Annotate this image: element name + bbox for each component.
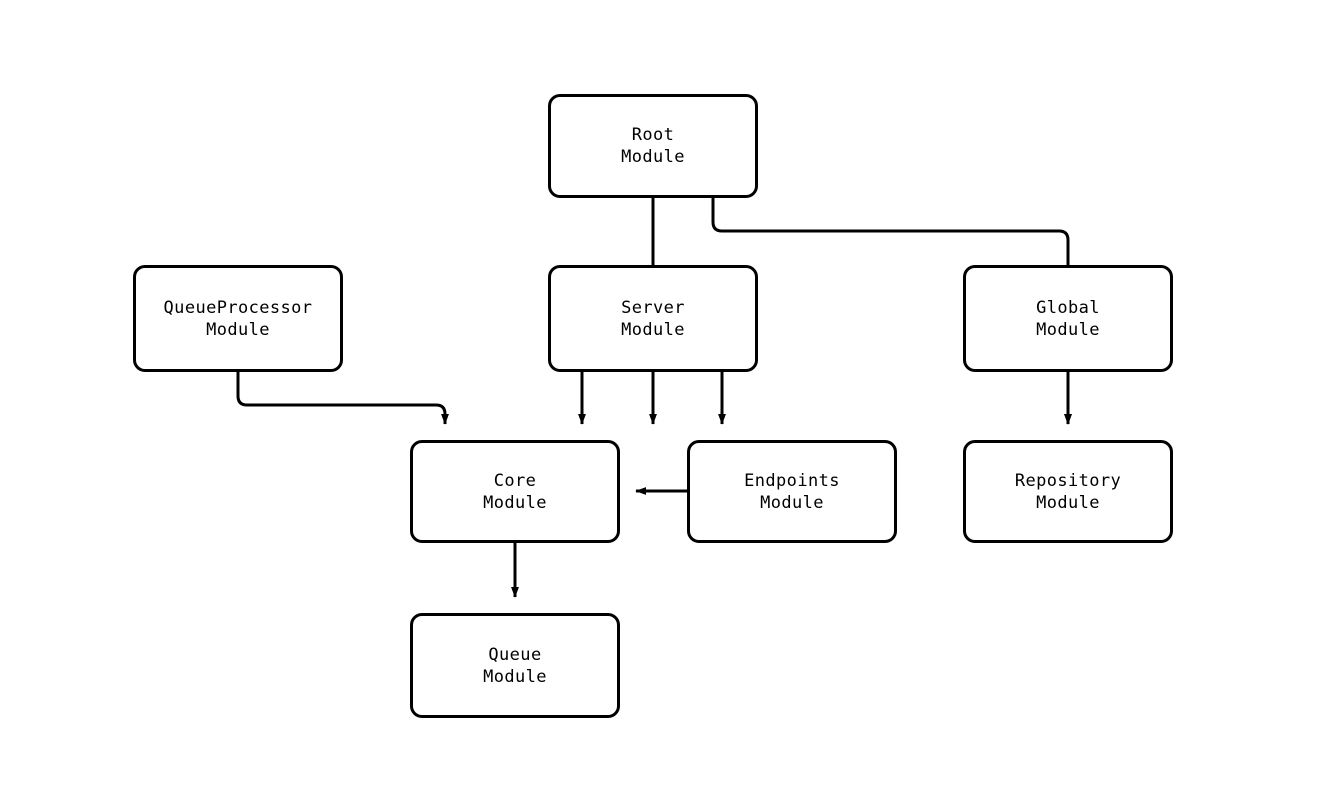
node-core-module[interactable]: Core Module [410,440,620,543]
node-queue-module-label-line2: Module [483,666,547,687]
node-global-module-label-line1: Global [1036,297,1100,318]
node-core-module-label-line1: Core [493,470,537,491]
node-queueprocessor-module-label-line1: QueueProcessor [163,297,313,318]
node-global-module[interactable]: Global Module [963,265,1173,372]
node-core-module-label-line2: Module [483,492,547,513]
node-repository-module-label-line1: Repository [1014,470,1122,491]
node-queue-module-label-line1: Queue [488,644,542,665]
node-root-module-label-line1: Root [631,125,675,145]
node-server-module-label-line2: Module [621,319,685,340]
node-endpoints-module-label-line1: Endpoints [744,470,840,491]
node-server-module-label-line1: Server [621,297,685,318]
node-repository-module-label-line2: Module [1036,492,1100,513]
node-repository-module[interactable]: Repository Module [963,440,1173,543]
node-global-module-label-line2: Module [1036,319,1100,340]
node-queueprocessor-module[interactable]: QueueProcessor Module [133,265,343,372]
node-server-module[interactable]: Server Module [548,265,758,372]
node-endpoints-module[interactable]: Endpoints Module [687,440,897,543]
node-root-module[interactable]: Root Module [548,94,758,198]
node-endpoints-module-label-line2: Module [760,492,824,513]
node-queueprocessor-module-label-line2: Module [206,319,270,340]
node-root-module-label-line2: Module [621,147,685,167]
edge-queueprocessor-to-core [236,372,449,425]
node-queue-module[interactable]: Queue Module [410,613,620,718]
